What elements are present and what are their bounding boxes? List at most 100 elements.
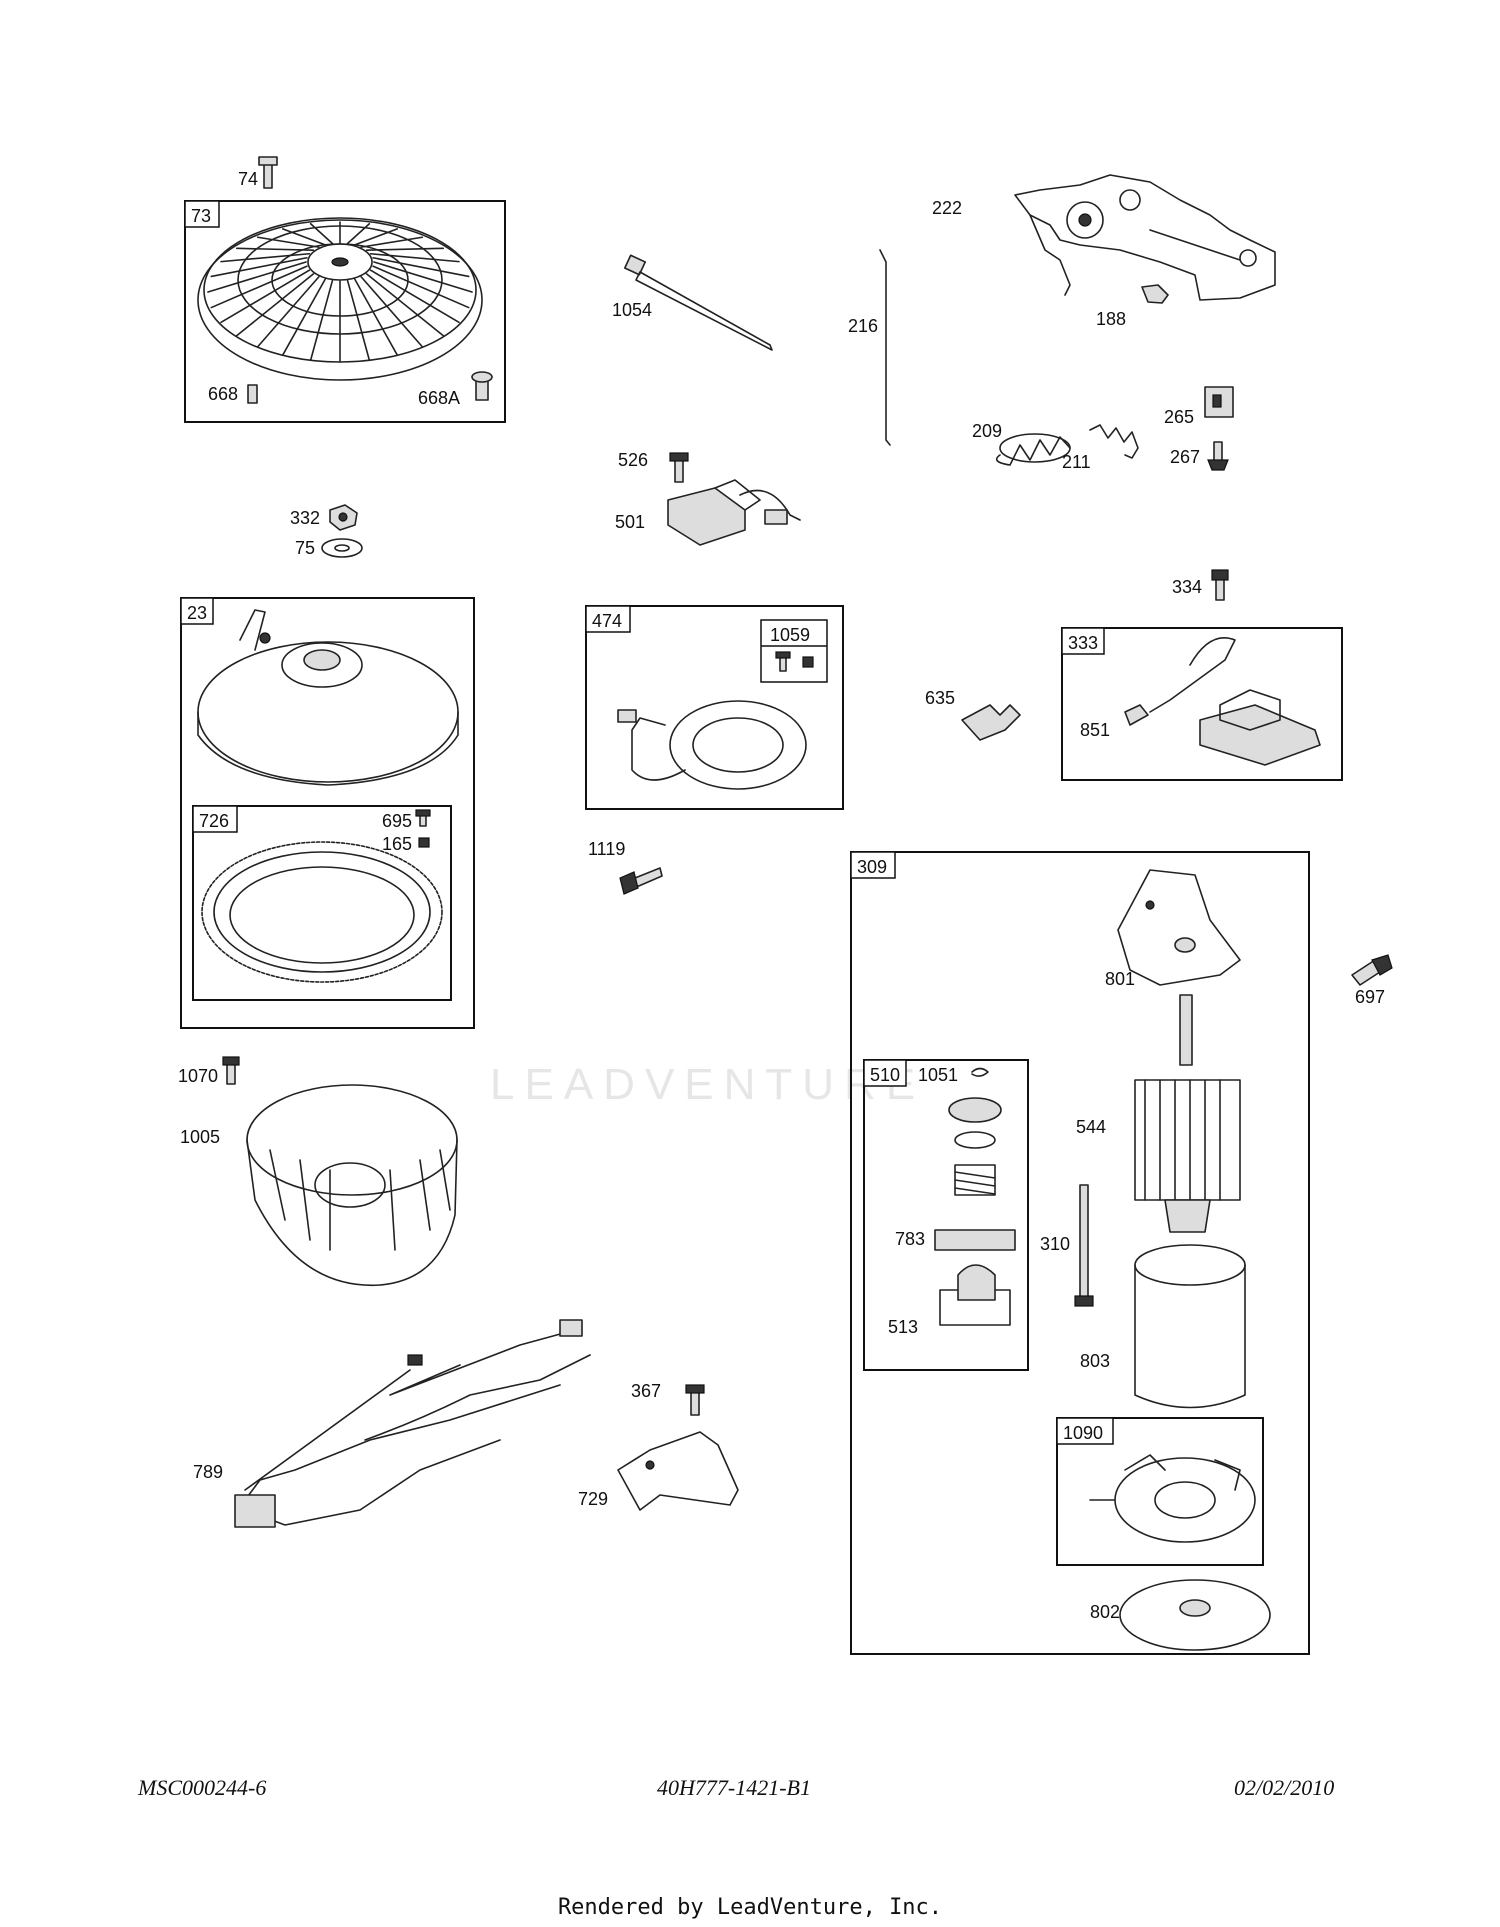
label-1090: 1090 bbox=[1063, 1423, 1103, 1443]
part-510-drive-assembly[interactable] bbox=[934, 1097, 1016, 1326]
label-789: 789 bbox=[193, 1462, 223, 1482]
box-474 bbox=[585, 605, 844, 810]
label-729: 729 bbox=[578, 1489, 608, 1509]
part-73-screen[interactable] bbox=[197, 217, 483, 381]
label-513: 513 bbox=[888, 1317, 918, 1337]
part-789-wire-harness[interactable] bbox=[234, 1319, 591, 1528]
label-310: 310 bbox=[1040, 1234, 1070, 1254]
part-802-end-plate[interactable] bbox=[1119, 1579, 1271, 1651]
part-729-shield[interactable] bbox=[617, 1431, 739, 1511]
label-802: 802 bbox=[1090, 1602, 1120, 1622]
label-851: 851 bbox=[1080, 720, 1110, 740]
box-333 bbox=[1061, 627, 1343, 781]
label-668A: 668A bbox=[418, 388, 460, 408]
label-1054: 1054 bbox=[612, 300, 652, 320]
footer-right: 02/02/2010 bbox=[1234, 1775, 1335, 1800]
part-668-pin[interactable] bbox=[247, 384, 258, 404]
label-265: 265 bbox=[1164, 407, 1194, 427]
label-1119: 1119 bbox=[588, 839, 625, 859]
label-216: 216 bbox=[848, 316, 878, 336]
part-544-armature[interactable] bbox=[1134, 994, 1241, 1233]
label-332: 332 bbox=[290, 508, 320, 528]
label-309: 309 bbox=[857, 857, 887, 877]
label-668: 668 bbox=[208, 384, 238, 404]
box-73 bbox=[184, 200, 506, 423]
part-209-spring[interactable] bbox=[995, 433, 1071, 466]
box-1059 bbox=[760, 619, 828, 683]
part-310-through-bolt[interactable] bbox=[1074, 1184, 1094, 1307]
part-23-flywheel[interactable] bbox=[197, 609, 459, 786]
box-23 bbox=[180, 597, 475, 1029]
box-510 bbox=[863, 1059, 1029, 1371]
part-216-link[interactable] bbox=[879, 249, 891, 446]
part-695-screw[interactable] bbox=[415, 809, 431, 827]
part-474-stator[interactable] bbox=[617, 700, 807, 790]
label-165: 165 bbox=[382, 834, 412, 854]
part-332-nut[interactable] bbox=[329, 504, 358, 531]
part-367-screw[interactable] bbox=[685, 1384, 705, 1416]
box-1090 bbox=[1056, 1417, 1264, 1566]
label-211: 211 bbox=[1062, 452, 1091, 472]
label-474: 474 bbox=[592, 611, 622, 631]
label-334: 334 bbox=[1172, 577, 1202, 597]
label-726: 726 bbox=[199, 811, 229, 831]
label-510: 510 bbox=[870, 1065, 900, 1085]
part-1005-fan[interactable] bbox=[246, 1084, 458, 1287]
label-697: 697 bbox=[1355, 987, 1385, 1007]
part-801-end-cap[interactable] bbox=[1117, 869, 1241, 986]
part-265-clip[interactable] bbox=[1204, 386, 1234, 418]
part-851-clip[interactable] bbox=[1124, 704, 1149, 726]
footer-left: MSC000244-6 bbox=[138, 1775, 267, 1800]
label-333: 333 bbox=[1068, 633, 1098, 653]
part-803-housing[interactable] bbox=[1134, 1244, 1246, 1409]
label-801: 801 bbox=[1105, 969, 1135, 989]
watermark-text: LEADVENTURE bbox=[490, 1060, 926, 1109]
part-334-screw[interactable] bbox=[1211, 569, 1229, 601]
label-1051: 1051 bbox=[918, 1065, 958, 1085]
box-309 bbox=[850, 851, 1310, 1655]
label-695: 695 bbox=[382, 811, 412, 831]
part-1090-brush-assembly[interactable] bbox=[1089, 1454, 1256, 1543]
part-668A-screw[interactable] bbox=[471, 371, 493, 401]
label-1005: 1005 bbox=[180, 1127, 220, 1147]
part-1054-tie-strap[interactable] bbox=[623, 254, 773, 351]
part-1059-hardware[interactable] bbox=[775, 651, 814, 672]
rendered-by: Rendered by LeadVenture, Inc. bbox=[557, 1895, 943, 1920]
label-188: 188 bbox=[1096, 309, 1126, 329]
part-211-spring[interactable] bbox=[1089, 424, 1139, 459]
label-367: 367 bbox=[631, 1381, 661, 1401]
part-267-screw[interactable] bbox=[1207, 441, 1229, 471]
label-783: 783 bbox=[895, 1229, 925, 1249]
footer-center: 40H777-1421-B1 bbox=[657, 1775, 811, 1800]
part-75-washer[interactable] bbox=[321, 538, 363, 558]
label-803: 803 bbox=[1080, 1351, 1110, 1371]
part-1051-retaining-ring[interactable] bbox=[971, 1067, 989, 1077]
part-501-rectifier[interactable] bbox=[667, 479, 801, 546]
part-1070-screw[interactable] bbox=[222, 1056, 240, 1085]
box-726 bbox=[192, 805, 452, 1001]
part-526-screw[interactable] bbox=[669, 452, 689, 483]
label-222: 222 bbox=[932, 198, 962, 218]
label-635: 635 bbox=[925, 688, 955, 708]
label-267: 267 bbox=[1170, 447, 1200, 467]
part-188-screw[interactable] bbox=[1141, 284, 1169, 304]
label-1059: 1059 bbox=[770, 625, 810, 645]
part-333-armature[interactable] bbox=[1149, 637, 1321, 766]
label-74: 74 bbox=[238, 169, 258, 189]
label-544: 544 bbox=[1076, 1117, 1106, 1137]
label-23: 23 bbox=[187, 603, 207, 623]
label-209: 209 bbox=[972, 421, 1002, 441]
part-165-nut[interactable] bbox=[418, 837, 430, 848]
label-73: 73 bbox=[191, 206, 211, 226]
part-635-spark-plug-boot[interactable] bbox=[961, 704, 1021, 741]
label-526: 526 bbox=[618, 450, 648, 470]
part-726-ring-gear[interactable] bbox=[201, 841, 443, 983]
part-74-bolt[interactable] bbox=[258, 156, 278, 189]
part-697-screw[interactable] bbox=[1351, 954, 1393, 986]
label-501: 501 bbox=[615, 512, 645, 532]
part-222-control-bracket[interactable] bbox=[1014, 174, 1276, 301]
label-75: 75 bbox=[295, 538, 315, 558]
part-1119-screw[interactable] bbox=[619, 867, 663, 895]
label-1070: 1070 bbox=[178, 1066, 218, 1086]
